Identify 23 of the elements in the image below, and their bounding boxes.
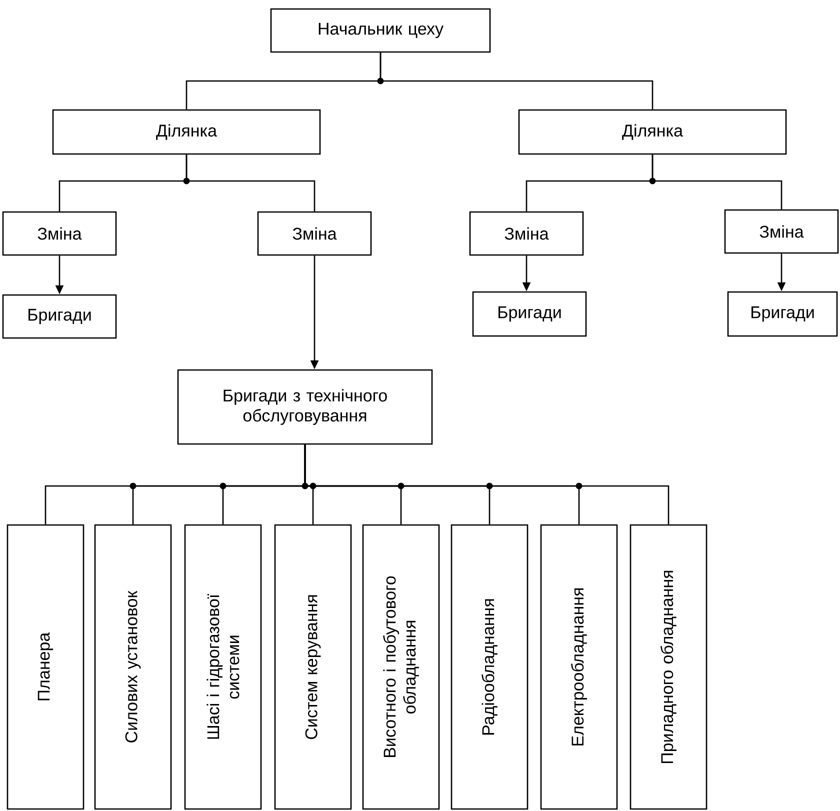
unit-box: Ділянка xyxy=(52,109,321,155)
connector xyxy=(380,52,654,110)
connector xyxy=(186,154,316,212)
unit-box: Зміна xyxy=(469,211,584,256)
department-box: Систем керування xyxy=(274,524,352,810)
unit-box: Начальник цеху xyxy=(270,8,491,53)
department-box: Силових установок xyxy=(94,524,172,810)
unit-box: Зміна xyxy=(724,209,839,254)
department-box: Шасі і гідрогазової системи xyxy=(184,524,262,810)
department-box: Електрообладнання xyxy=(540,524,618,810)
unit-box: Бригади xyxy=(472,291,587,337)
unit-box: Ділянка xyxy=(518,109,787,155)
department-box: Радіообладнання xyxy=(450,524,528,810)
department-box: Висотного і побутового обладнання xyxy=(362,524,440,810)
unit-box: Бригади xyxy=(2,294,117,339)
unit-box: Бригади з технічного обслуговування xyxy=(177,369,433,445)
department-box: Планера xyxy=(6,524,84,810)
unit-box: Зміна xyxy=(257,211,372,256)
unit-box: Бригади xyxy=(727,291,838,337)
connector xyxy=(652,154,782,210)
connector xyxy=(304,444,670,524)
unit-box: Зміна xyxy=(2,211,117,256)
department-box: Приладного обладнання xyxy=(630,524,708,810)
